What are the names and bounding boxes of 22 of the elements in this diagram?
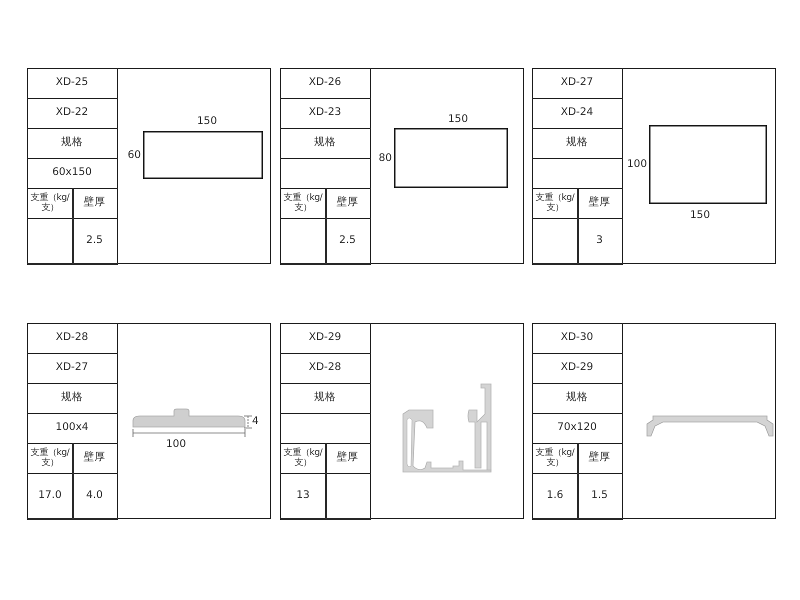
thickness-value-cell: 1.5 bbox=[576, 472, 622, 520]
thickness-header-cell: 壁厚 bbox=[576, 442, 622, 474]
dimension-label: 150 bbox=[448, 113, 468, 125]
dimension-label: 100 bbox=[626, 158, 647, 170]
dimension-label: 80 bbox=[378, 152, 392, 164]
weight-value-cell: 17.0 bbox=[26, 472, 74, 520]
thickness-value-cell: 4.0 bbox=[72, 472, 118, 520]
thickness-header-cell: 壁厚 bbox=[576, 188, 622, 218]
dimension-label: 60 bbox=[128, 149, 141, 161]
thickness-header-cell: 壁厚 bbox=[324, 442, 370, 474]
dimension-label: 150 bbox=[690, 209, 710, 221]
thickness-value-cell: 2.5 bbox=[324, 218, 370, 264]
thickness-header-cell: 壁厚 bbox=[324, 188, 370, 218]
dimension-label: 4 bbox=[252, 415, 259, 427]
weight-value-cell: 1.6 bbox=[532, 472, 578, 520]
thickness-header-cell: 壁厚 bbox=[72, 442, 118, 474]
dimension-label: 100 bbox=[166, 438, 186, 450]
thickness-value-cell: 2.5 bbox=[72, 218, 118, 264]
thickness-value-cell: 3 bbox=[576, 218, 622, 264]
weight-value-cell: 13 bbox=[280, 472, 326, 520]
dimension-label: 150 bbox=[196, 115, 218, 127]
thickness-header-cell: 壁厚 bbox=[72, 188, 118, 218]
